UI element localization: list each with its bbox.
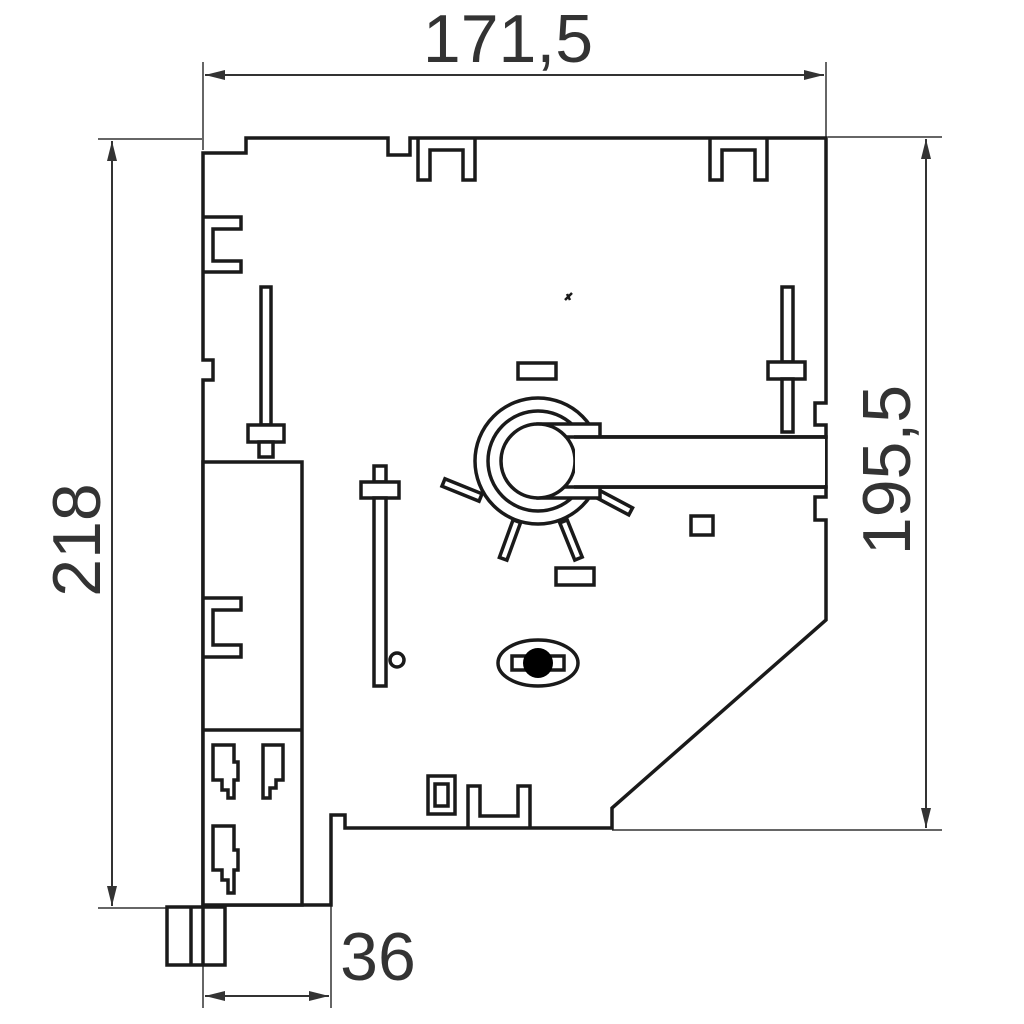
bottom-clip bbox=[466, 784, 532, 828]
left-clip-upper bbox=[203, 215, 243, 274]
terminal-1 bbox=[211, 743, 240, 800]
top-clip-right bbox=[708, 138, 769, 182]
top-clip-left bbox=[416, 138, 477, 182]
dimension-label-top: 171,5 bbox=[423, 1, 593, 77]
dimension-label-right: 195,5 bbox=[849, 385, 925, 555]
indicator-rect-right bbox=[689, 514, 715, 537]
terminal-2 bbox=[261, 743, 285, 800]
indicator-rect-bottom bbox=[554, 566, 596, 587]
terminal-3 bbox=[211, 824, 240, 895]
bottom-square-socket bbox=[426, 774, 457, 816]
dimension-label-bottom: 36 bbox=[340, 919, 416, 995]
indicator-rect-top bbox=[516, 361, 558, 381]
small-marker-mark bbox=[564, 292, 573, 301]
dimension-right-height: 195,5 bbox=[612, 136, 942, 831]
mounting-dot bbox=[523, 648, 553, 678]
dimension-top-width: 171,5 bbox=[202, 1, 827, 150]
bottom-plug bbox=[165, 905, 227, 967]
left-slider bbox=[246, 285, 286, 459]
dimension-left-height: 218 bbox=[39, 138, 202, 909]
left-module bbox=[201, 460, 304, 907]
dial-knob bbox=[439, 396, 828, 563]
dimension-bottom-width: 36 bbox=[202, 905, 416, 1008]
mounting-oval bbox=[496, 638, 580, 688]
right-slider bbox=[766, 285, 807, 434]
dimension-label-left: 218 bbox=[39, 483, 115, 596]
center-slider bbox=[359, 464, 406, 688]
